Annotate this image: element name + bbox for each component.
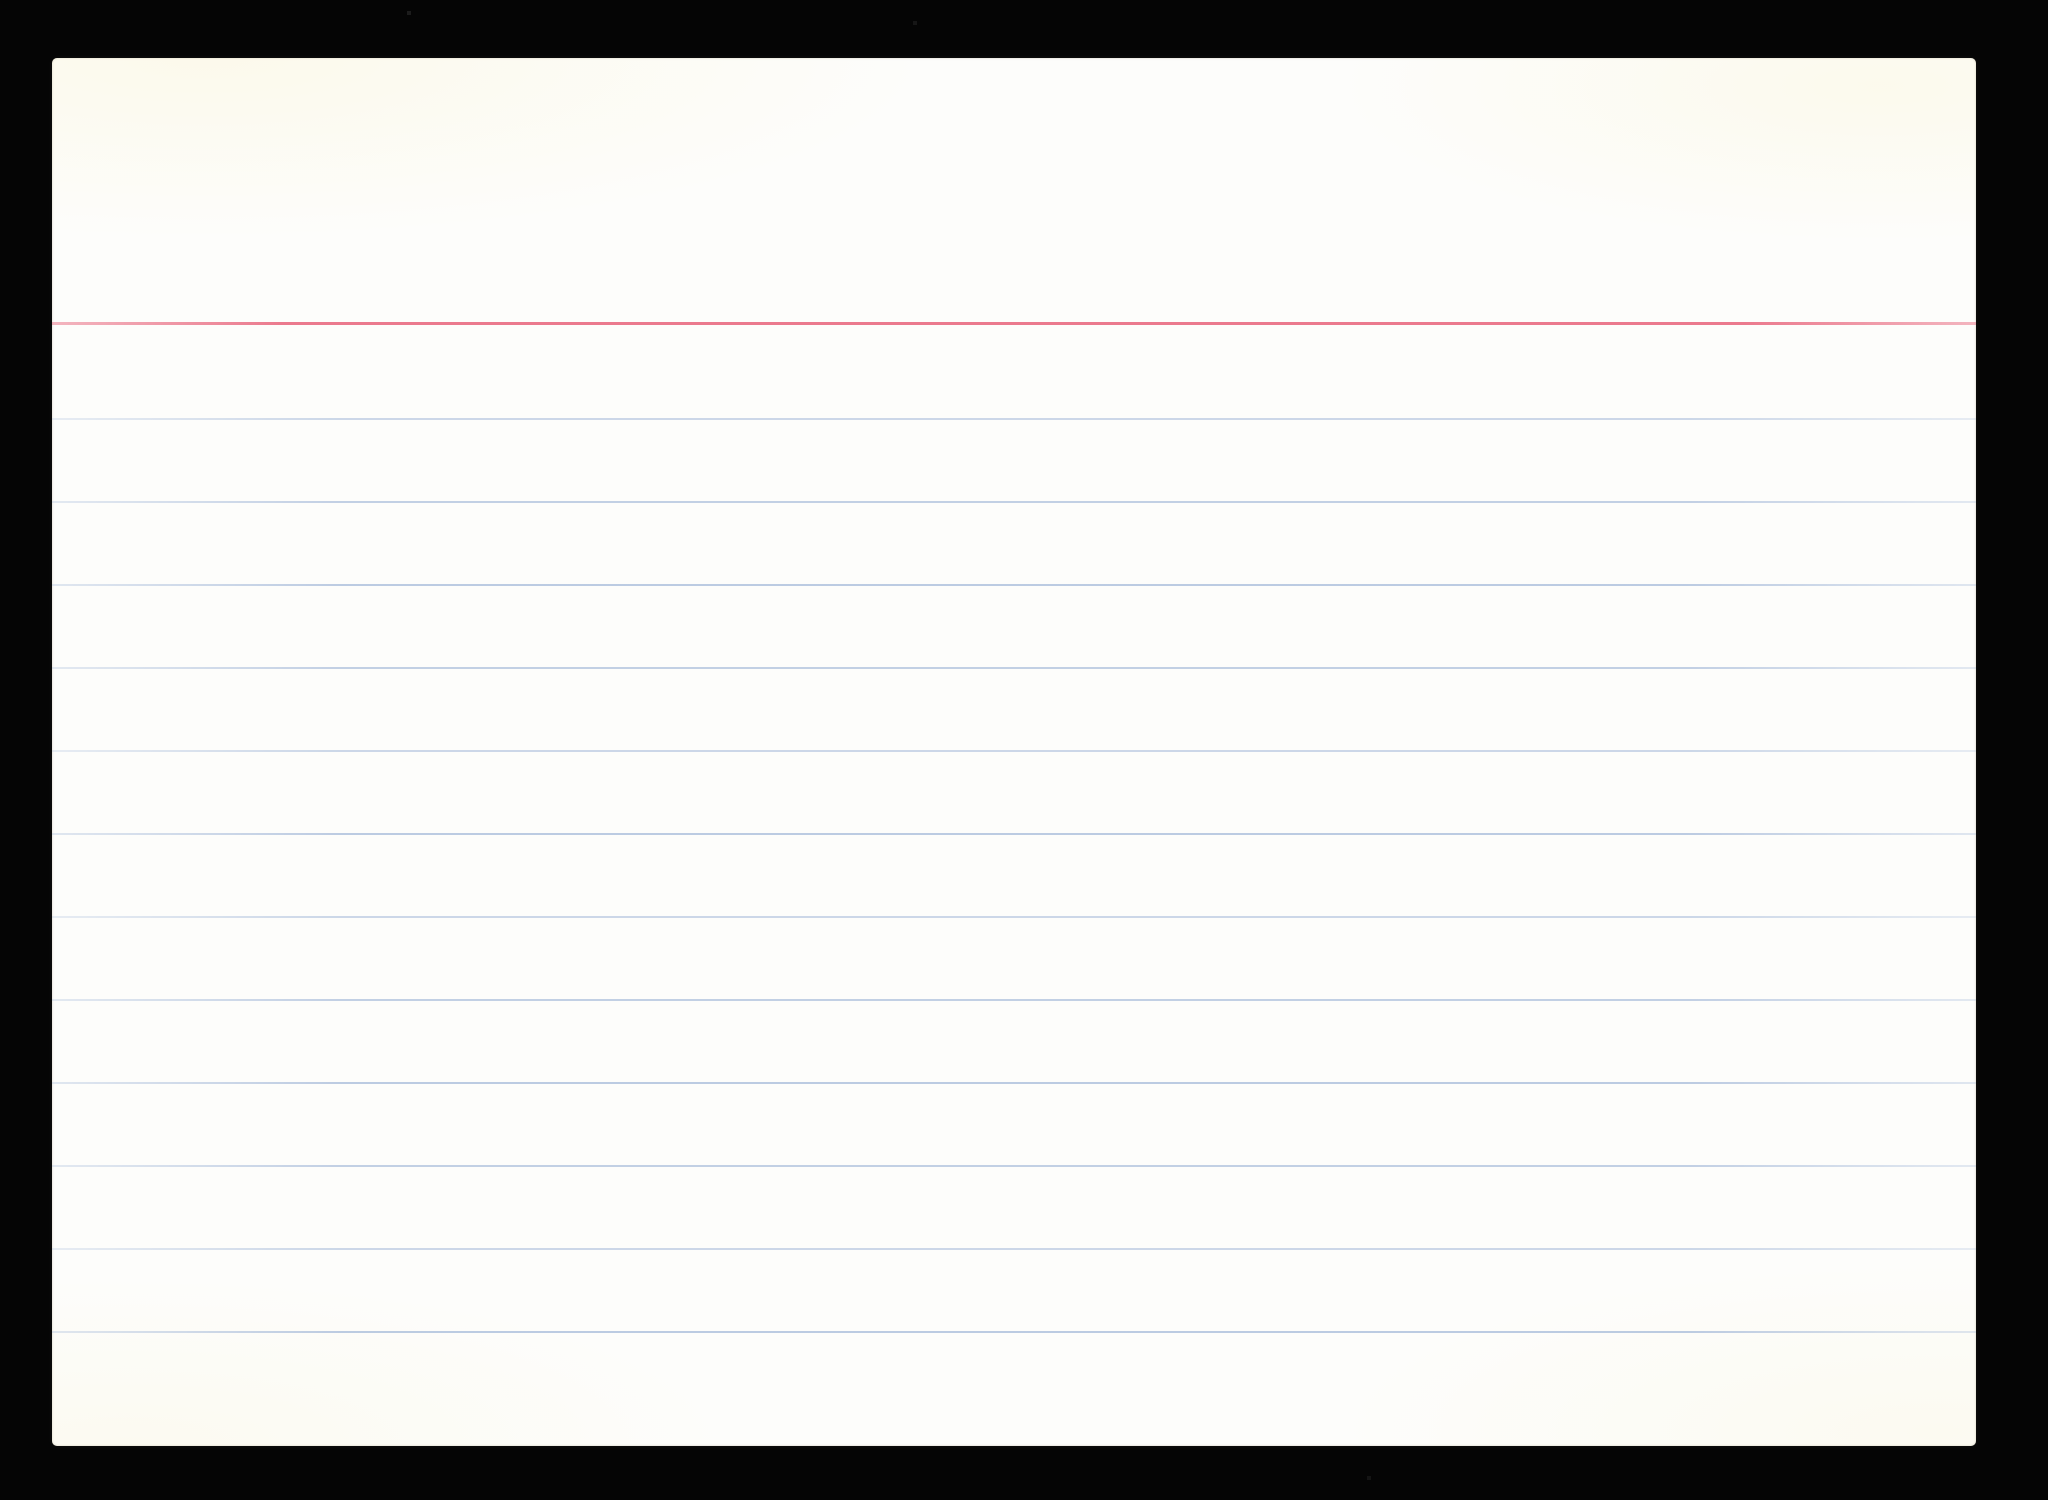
ruled-lines [52, 418, 1976, 1414]
ruled-line [52, 1248, 1976, 1250]
ruled-line [52, 667, 1976, 669]
ruled-line [52, 999, 1976, 1001]
ruled-line [52, 501, 1976, 503]
index-card [52, 58, 1976, 1446]
ruled-line [52, 750, 1976, 752]
ruled-line [52, 1165, 1976, 1167]
ruled-line [52, 833, 1976, 835]
ruled-line [52, 1331, 1976, 1333]
ruled-line [52, 1082, 1976, 1084]
ruled-line [52, 916, 1976, 918]
ruled-line [52, 418, 1976, 420]
header-rule-line [52, 322, 1976, 325]
dust-specks [0, 0, 2, 2]
ruled-line [52, 584, 1976, 586]
